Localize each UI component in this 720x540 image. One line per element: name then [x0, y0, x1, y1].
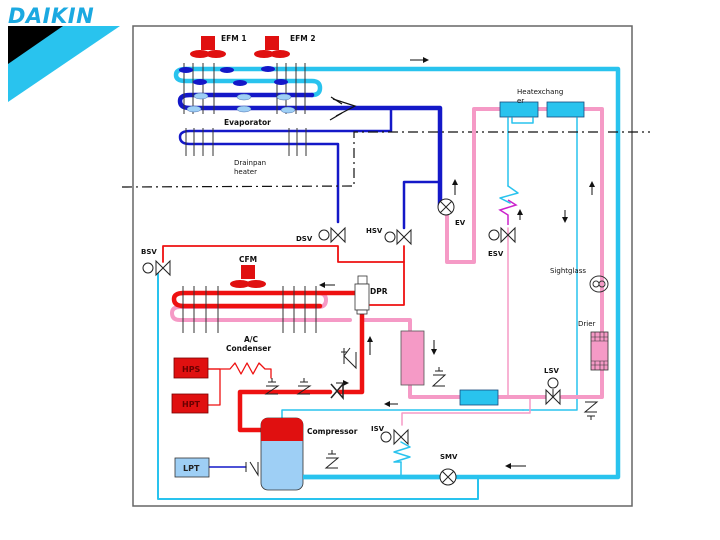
valve-lsv: [545, 377, 561, 406]
label-drier: Drier: [578, 320, 596, 328]
label-heatexchanger-2: er: [517, 97, 524, 105]
label-efm2: EFM 2: [290, 34, 316, 43]
label-cfm: CFM: [239, 255, 257, 264]
label-isv: ISV: [371, 425, 385, 433]
fan-cfm: [230, 265, 266, 288]
drainpan-fins: [185, 128, 307, 156]
sightglass-icon: [589, 275, 609, 293]
suction-line-dark: [177, 92, 443, 468]
compressor: [260, 417, 304, 491]
label-dsv: DSV: [296, 235, 313, 243]
lower-heat-exchanger: [459, 389, 499, 406]
daikin-logo: [8, 6, 120, 102]
label-drainpan-1: Drainpan: [234, 159, 266, 167]
fan-efm1: [190, 36, 226, 58]
suction-line-light: [157, 66, 621, 500]
liquid-line: [170, 107, 604, 426]
service-ports: [245, 347, 599, 477]
label-efm1: EFM 1: [221, 34, 247, 43]
valve-isv: [380, 428, 409, 446]
valve-ev: [437, 198, 455, 216]
label-bsv: BSV: [141, 248, 157, 256]
flow-arrows: [319, 57, 595, 469]
label-esv: ESV: [488, 250, 504, 258]
esv-coil: [498, 199, 518, 225]
label-smv: SMV: [440, 453, 458, 461]
label-compressor: Compressor: [307, 427, 358, 436]
label-ev: EV: [455, 219, 466, 227]
sensor-lpt: LPT: [174, 457, 210, 478]
label-heatexchanger-1: Heatexchang: [517, 88, 563, 96]
valve-dsv: [318, 226, 346, 244]
logo-triangle-black: [8, 26, 63, 64]
label-hsv: HSV: [366, 227, 383, 235]
distributor-icon: [329, 96, 357, 121]
valve-esv: [488, 226, 516, 244]
label-dpr: DPR: [370, 287, 388, 296]
evaporator-fins: [183, 63, 306, 114]
dpr-regulator: [354, 275, 370, 315]
label-condenser-2: Condenser: [226, 344, 271, 353]
label-sightglass: Sightglass: [550, 267, 586, 275]
logo-triangle-blue: [8, 26, 120, 102]
label-lsv: LSV: [544, 367, 560, 375]
diagram-frame: [132, 25, 633, 507]
label-condenser-1: A/C: [244, 335, 259, 344]
sensor-hpt: HPT: [171, 393, 209, 414]
drier-icon: [590, 331, 609, 371]
sensor-hps: HPS: [173, 357, 209, 379]
fan-efm2: [254, 36, 290, 58]
boundary-dashdot: [121, 131, 650, 188]
evaporator-droplets: [179, 66, 296, 114]
valve-bsv: [142, 259, 171, 277]
condenser-fins: [182, 286, 317, 333]
heat-exchanger: [499, 101, 585, 118]
label-evaporator: Evaporator: [224, 118, 271, 127]
brand-name: DAIKIN: [8, 4, 95, 28]
discharge-line: [162, 245, 405, 433]
valve-smv: [439, 468, 457, 486]
receiver-tank: [400, 330, 425, 386]
svg-text:LPT: LPT: [183, 464, 200, 473]
svg-text:HPS: HPS: [182, 365, 201, 374]
svg-text:HPT: HPT: [182, 400, 201, 409]
label-drainpan-2: heater: [234, 168, 257, 176]
valve-hsv: [384, 228, 412, 246]
